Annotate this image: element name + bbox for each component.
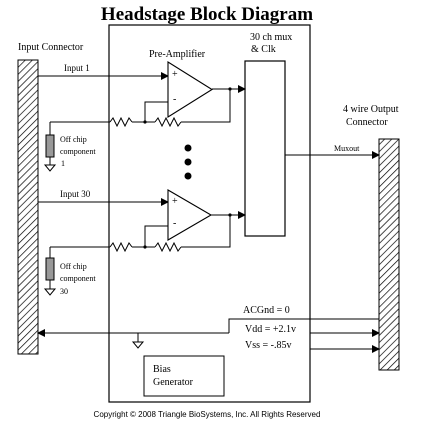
- offchip1-label-line3: 1: [61, 159, 65, 168]
- ground-icon: [131, 341, 145, 349]
- offchip30-label-line2: component: [60, 274, 96, 283]
- junction-dot: [143, 120, 147, 124]
- junction-dot: [143, 245, 147, 249]
- headstage-chip-box: [108, 24, 311, 403]
- opamp-1: [167, 61, 214, 118]
- offchip30-label-line1: Off chip: [60, 262, 87, 271]
- input30-label: Input 30: [60, 189, 91, 199]
- acgnd-label: ACGnd = 0: [243, 305, 290, 316]
- input-connector-label: Input Connector: [18, 42, 84, 53]
- mux-label-line2: & Clk: [251, 44, 276, 55]
- mux-label-line1: 30 ch mux: [250, 32, 293, 43]
- ground-icon: [43, 288, 57, 296]
- feedback-wire-1: [144, 101, 168, 123]
- acgnd-wire: [228, 318, 379, 333]
- channel-ellipsis-dot: [184, 158, 192, 166]
- offchip-component-30: [45, 257, 55, 281]
- input-connector: [17, 59, 39, 355]
- opamp30-plus: +: [172, 196, 178, 207]
- offchip1-label-line2: component: [60, 147, 96, 156]
- feedback-wire-30: [144, 225, 168, 248]
- opamp30-minus: -: [173, 218, 177, 229]
- offchip1-label-line1: Off chip: [60, 135, 87, 144]
- feedback-return-1: [181, 89, 231, 123]
- bias-generator-box: [143, 355, 225, 397]
- vss-label: Vss = -.85v: [245, 340, 292, 351]
- offchip30-label-line3: 30: [60, 287, 68, 296]
- feedback-return-30: [181, 215, 231, 248]
- opamp-30: [167, 189, 213, 241]
- preamp-label: Pre-Amplifier: [149, 49, 206, 60]
- resistor-ground-30: [109, 241, 133, 253]
- channel-ellipsis-dot: [184, 172, 192, 180]
- mux-box: [244, 60, 286, 237]
- bias-label-line2: Generator: [153, 377, 193, 388]
- ground-icon: [43, 164, 57, 172]
- resistor-feedback-30: [154, 241, 182, 253]
- opamp1-minus: -: [173, 94, 177, 105]
- resistor-ground-1: [109, 116, 133, 128]
- vdd-label: Vdd = +2.1v: [245, 324, 297, 335]
- opamp1-plus: +: [172, 69, 178, 80]
- copyright-notice: Copyright © 2008 Triangle BioSystems, In…: [93, 410, 321, 419]
- channel-ellipsis-dot: [184, 144, 192, 152]
- muxout-label: Muxout: [334, 144, 360, 153]
- output-connector-label-line2: Connector: [346, 117, 388, 128]
- output-connector: [378, 138, 400, 371]
- resistor-feedback-1: [154, 116, 182, 128]
- bias-label-line1: Bias: [153, 364, 171, 375]
- output-connector-label-line1: 4 wire Output: [343, 104, 399, 115]
- diagram-title: Headstage Block Diagram: [100, 4, 314, 25]
- offchip-component-1: [45, 134, 55, 158]
- input1-label: Input 1: [64, 63, 90, 73]
